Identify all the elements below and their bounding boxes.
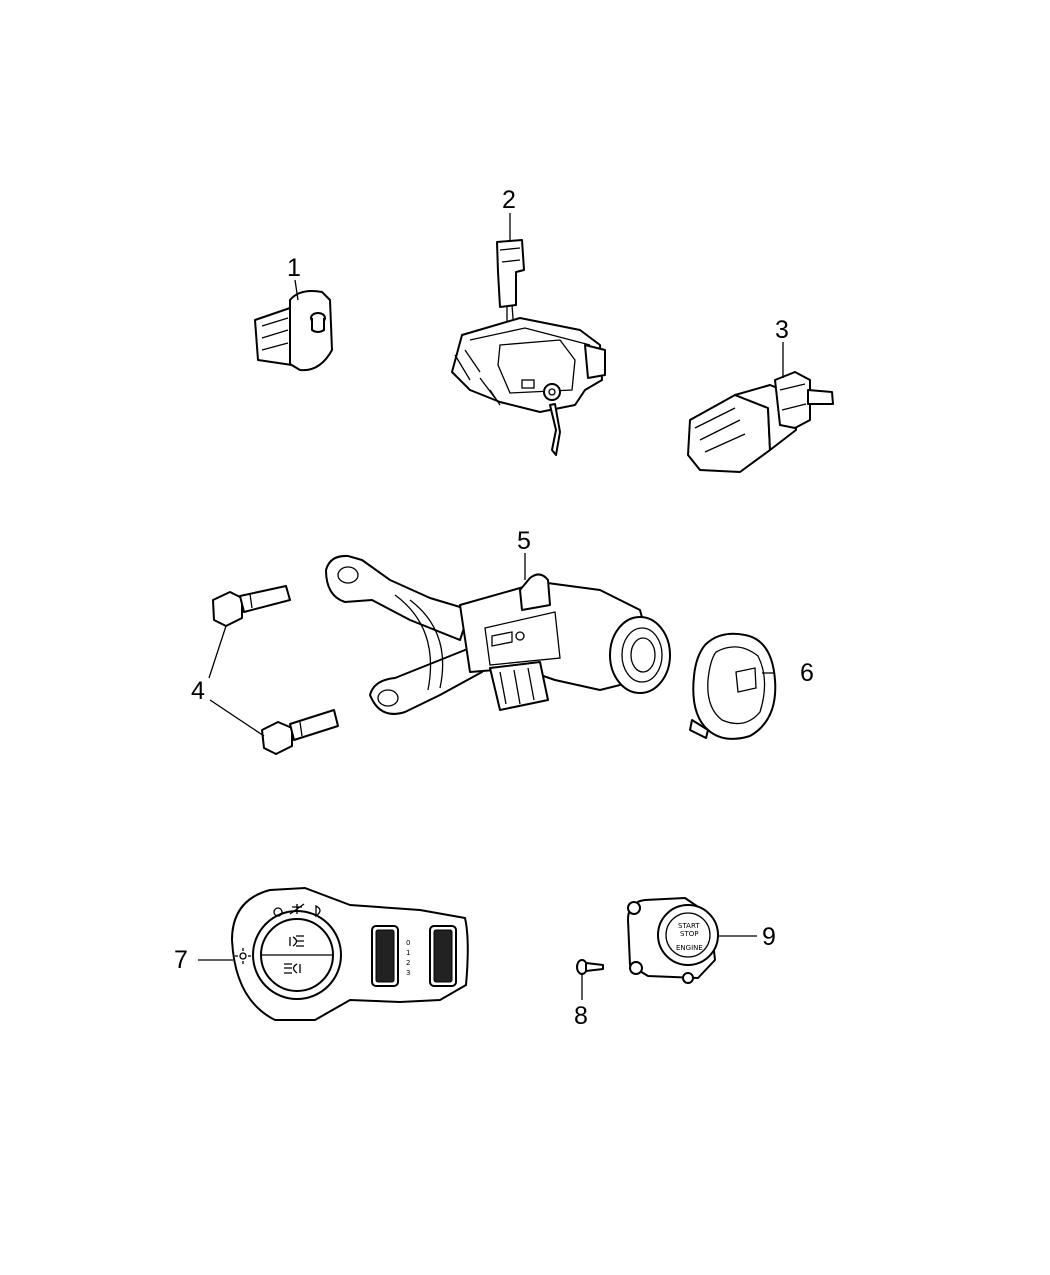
part-3-ignition-switch (687, 371, 834, 473)
leader-lines (198, 213, 784, 1000)
scale-label-2: 2 (406, 959, 410, 967)
part-7-headlamp-switch: 0 1 2 3 (231, 887, 469, 1021)
scale-label-1: 1 (406, 949, 410, 957)
button-label-start: START (678, 922, 700, 930)
part-4-bolt-lower (261, 709, 339, 755)
part-9-start-stop-button: START STOP ENGINE (627, 897, 719, 984)
part-5-column-housing (325, 554, 671, 715)
callout-6: 6 (800, 659, 814, 687)
button-label-stop: STOP (680, 930, 698, 938)
callout-1: 1 (287, 254, 301, 282)
part-1-sensor (254, 290, 333, 372)
part-4-bolt-upper (212, 585, 291, 627)
button-label-engine: ENGINE (676, 944, 703, 952)
scale-label-0: 0 (406, 939, 410, 947)
callout-4: 4 (191, 677, 205, 705)
scale-label-3: 3 (406, 969, 410, 977)
callout-7: 7 (174, 946, 188, 974)
callout-3: 3 (775, 316, 789, 344)
callout-9: 9 (762, 923, 776, 951)
part-8-screw (576, 959, 604, 975)
callout-5: 5 (517, 527, 531, 555)
callout-8: 8 (574, 1002, 588, 1030)
part-2-module (451, 239, 606, 456)
callout-2: 2 (502, 186, 516, 214)
part-6-ring (689, 632, 777, 740)
